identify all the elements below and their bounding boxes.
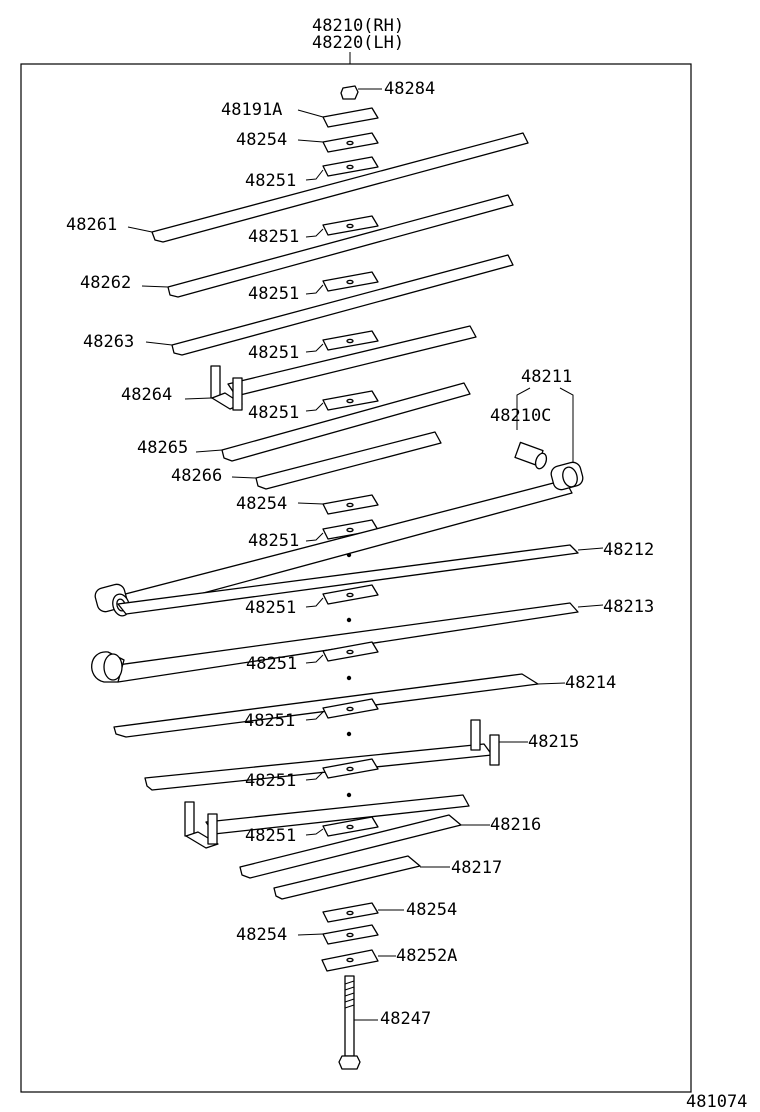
label-48251-8: 48251 bbox=[246, 654, 297, 674]
label-48211: 48211 bbox=[521, 367, 572, 387]
shim-48254-middle bbox=[297, 494, 379, 515]
leaf-48212 bbox=[94, 461, 584, 617]
clip-bracket bbox=[184, 794, 470, 849]
leaf-48264 bbox=[184, 325, 477, 411]
label-48261: 48261 bbox=[66, 215, 117, 235]
nut-48284 bbox=[340, 85, 382, 100]
label-48263: 48263 bbox=[83, 332, 134, 352]
label-48254-top: 48254 bbox=[236, 130, 287, 150]
label-48251-1: 48251 bbox=[245, 171, 296, 191]
liner-48251-3 bbox=[305, 271, 379, 295]
label-48251-9: 48251 bbox=[244, 711, 295, 731]
label-48210c: 48210C bbox=[490, 406, 551, 426]
label-48254-lower-1: 48254 bbox=[406, 900, 457, 920]
label-48264: 48264 bbox=[121, 385, 172, 405]
leaf-48215 bbox=[144, 719, 528, 791]
liner-48251-9 bbox=[305, 698, 379, 721]
label-48265: 48265 bbox=[137, 438, 188, 458]
assembly-label-lh: 48220(LH) bbox=[312, 33, 404, 53]
leaf-48263 bbox=[145, 254, 514, 356]
label-48251-7: 48251 bbox=[245, 598, 296, 618]
plate-48191a bbox=[297, 107, 379, 128]
label-48251-11: 48251 bbox=[245, 826, 296, 846]
assembly-frame bbox=[20, 63, 692, 1093]
shim-48254-top bbox=[297, 132, 379, 153]
label-48284: 48284 bbox=[384, 79, 435, 99]
liner-48251-4 bbox=[305, 330, 379, 353]
shim-48254-lower-1 bbox=[322, 902, 404, 923]
label-48266: 48266 bbox=[171, 466, 222, 486]
liner-48251-11 bbox=[305, 816, 379, 837]
liner-48251-1 bbox=[305, 156, 379, 181]
label-48254-middle: 48254 bbox=[236, 494, 287, 514]
label-48251-2: 48251 bbox=[248, 227, 299, 247]
label-48247: 48247 bbox=[380, 1009, 431, 1029]
leaf-48265 bbox=[195, 382, 471, 462]
label-48251-5: 48251 bbox=[248, 403, 299, 423]
label-48251-10: 48251 bbox=[245, 771, 296, 791]
label-48251-4: 48251 bbox=[248, 343, 299, 363]
figure-number: 481074 bbox=[686, 1092, 747, 1112]
label-48214: 48214 bbox=[565, 673, 616, 693]
liner-48251-7 bbox=[305, 584, 379, 608]
leaf-48217 bbox=[273, 855, 450, 900]
label-48215: 48215 bbox=[528, 732, 579, 752]
liner-48251-2 bbox=[305, 215, 379, 238]
label-48254-lower-2: 48254 bbox=[236, 925, 287, 945]
liner-48251-10 bbox=[305, 758, 379, 781]
bushing-leaders bbox=[516, 387, 574, 462]
bushing-48210c bbox=[514, 441, 548, 470]
center-bolt-48247 bbox=[338, 975, 378, 1070]
label-48251-3: 48251 bbox=[248, 284, 299, 304]
plate-48252a bbox=[321, 949, 396, 972]
label-48262: 48262 bbox=[80, 273, 131, 293]
liner-48251-8 bbox=[305, 641, 379, 664]
leaf-48216 bbox=[239, 814, 490, 879]
leaf-48213-wrap bbox=[91, 602, 604, 683]
label-48217: 48217 bbox=[451, 858, 502, 878]
label-48216: 48216 bbox=[490, 815, 541, 835]
leaf-48262 bbox=[141, 194, 514, 298]
assembly-label-rh: 48210(RH) bbox=[312, 16, 404, 36]
label-48191a: 48191A bbox=[221, 100, 282, 120]
label-48212: 48212 bbox=[603, 540, 654, 560]
label-48252a: 48252A bbox=[396, 946, 457, 966]
label-48213: 48213 bbox=[603, 597, 654, 617]
label-48251-6: 48251 bbox=[248, 531, 299, 551]
leaf-48266 bbox=[231, 431, 442, 490]
leaf-48261 bbox=[127, 132, 529, 243]
liner-48251-5 bbox=[305, 390, 379, 412]
leaf-48213 bbox=[117, 544, 604, 615]
shim-48254-lower-2 bbox=[297, 924, 379, 945]
